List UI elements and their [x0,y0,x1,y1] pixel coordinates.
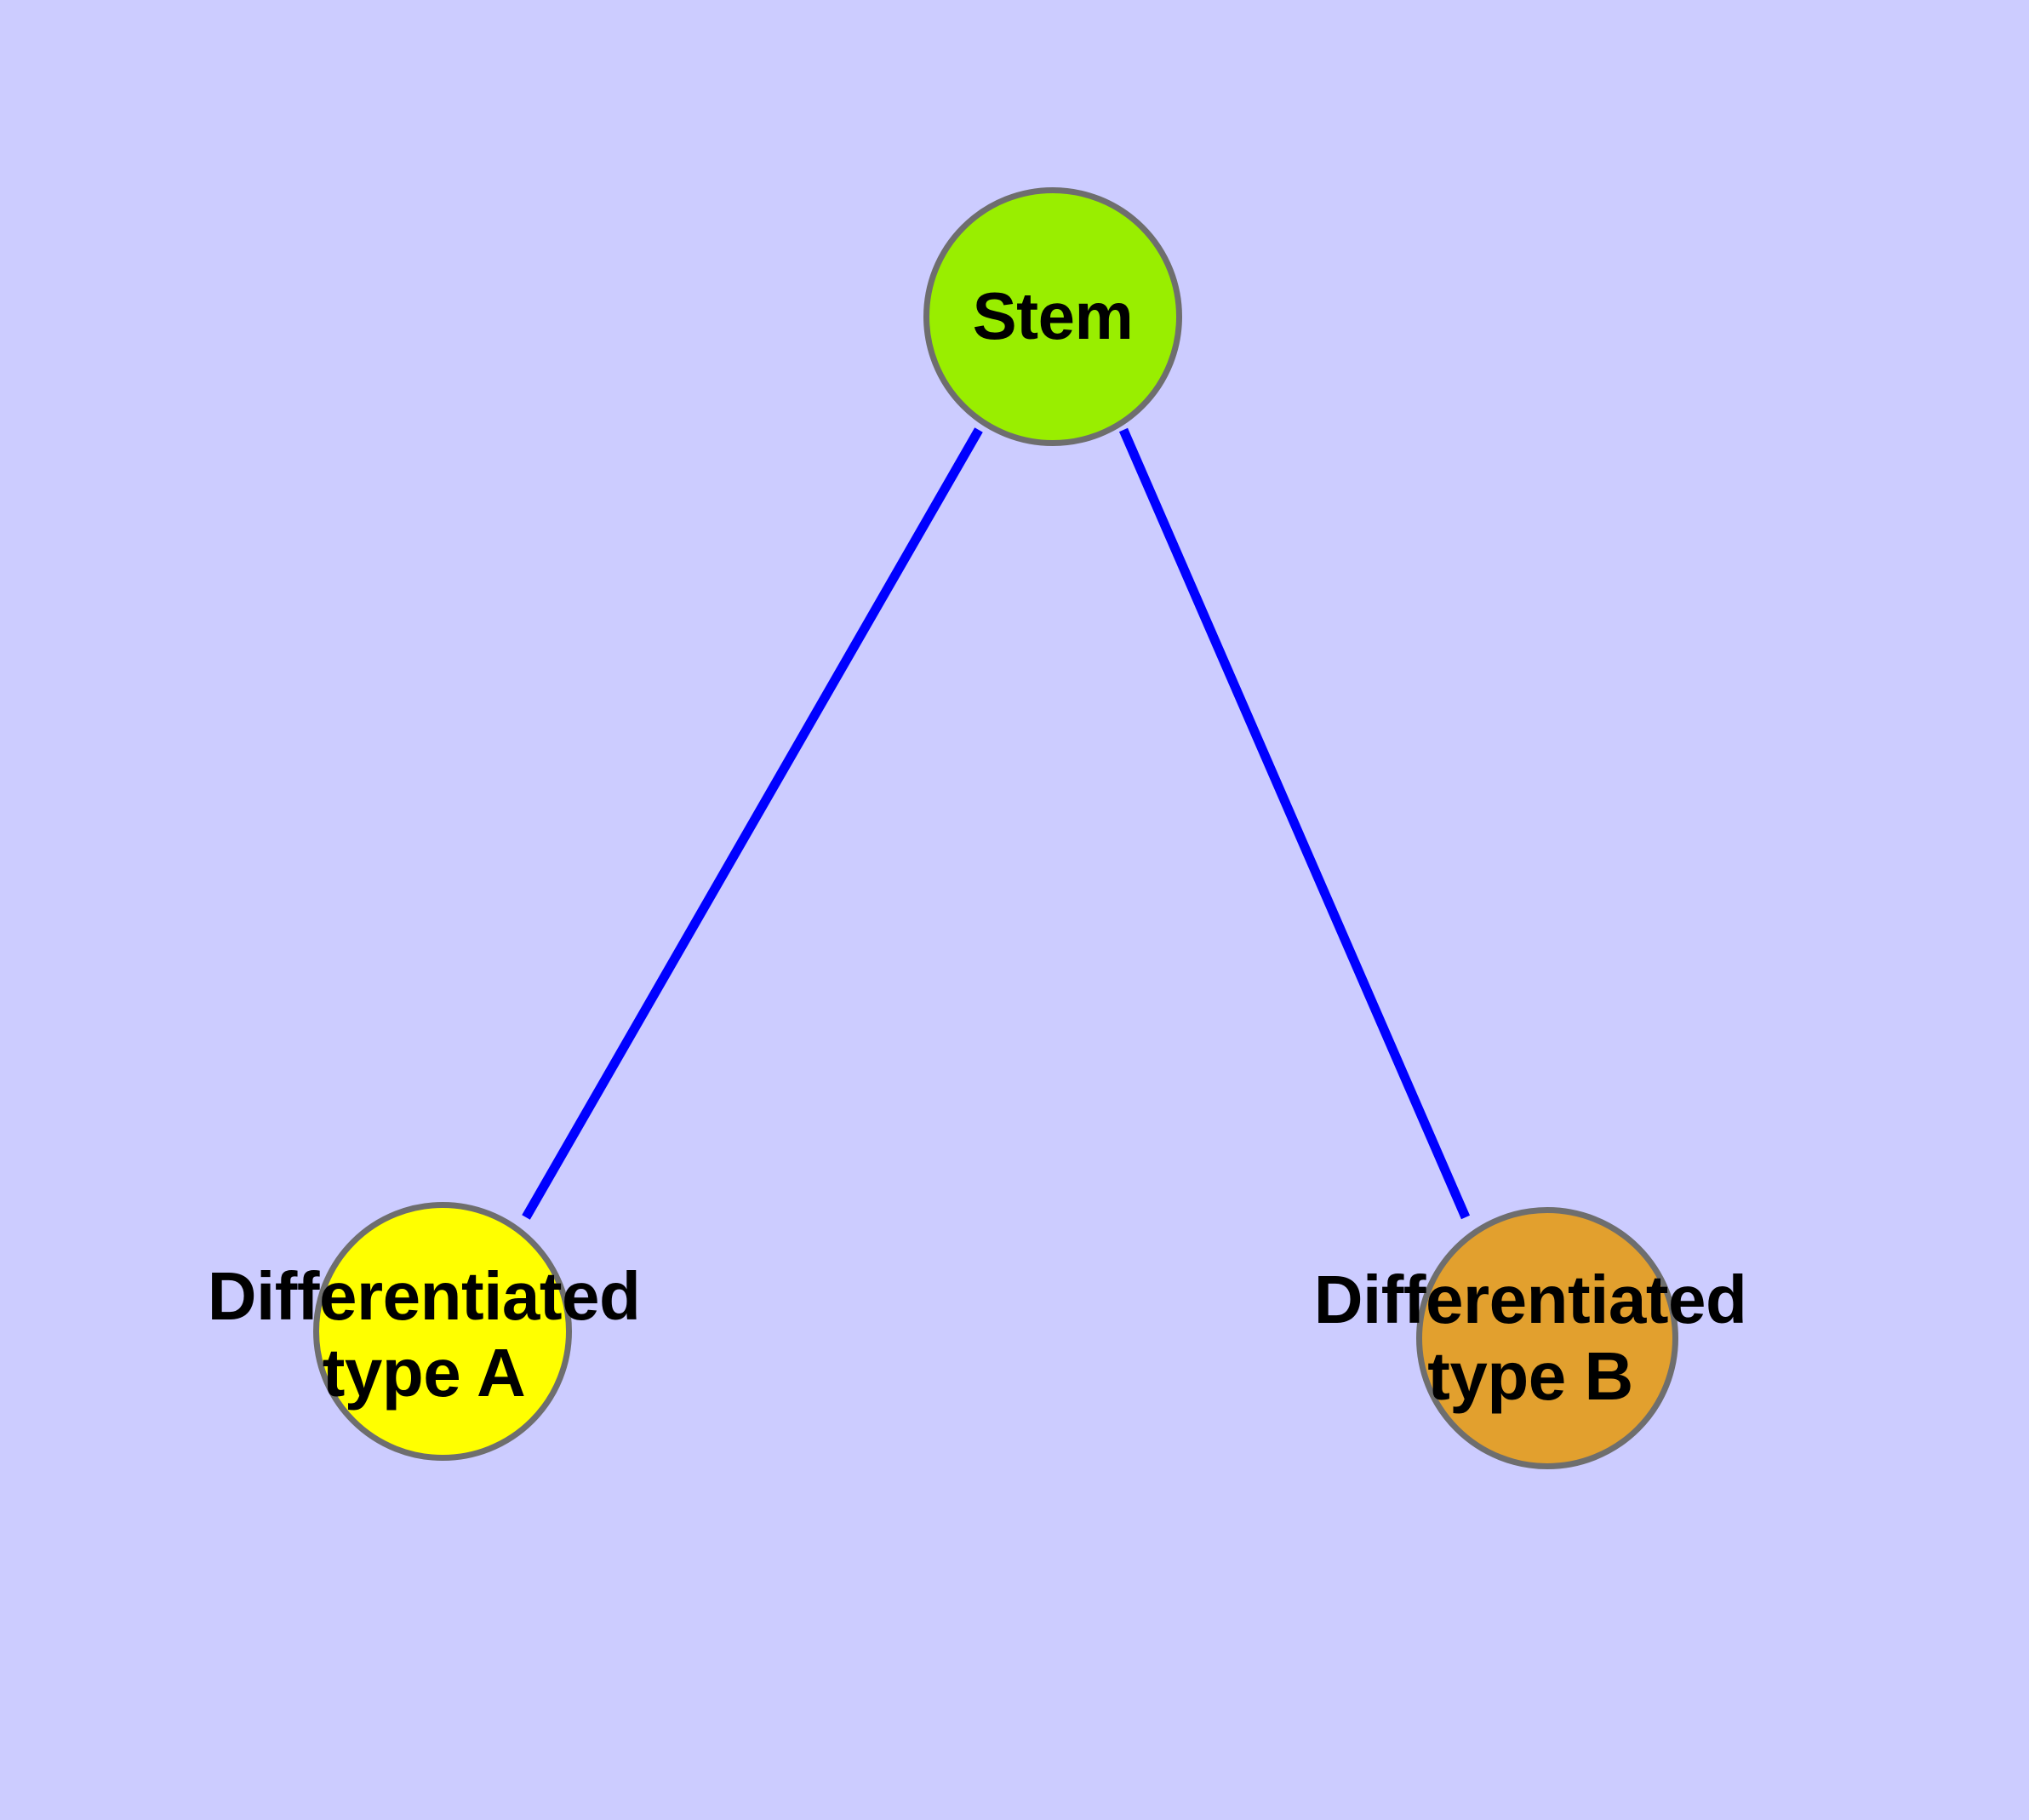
edge-stem-to-differentiated-type-b[interactable] [1118,427,1471,1220]
node-label-stem: Stem [972,278,1134,354]
node-label-differentiated-type-a: Differentiated type A [207,1258,641,1411]
node-differentiated-type-b[interactable] [1416,1207,1678,1469]
node-differentiated-type-a[interactable] [313,1202,572,1461]
node-label-differentiated-type-b: Differentiated type B [1313,1262,1747,1414]
node-stem[interactable] [923,187,1182,446]
edge-stem-to-differentiated-type-a[interactable] [522,427,983,1220]
